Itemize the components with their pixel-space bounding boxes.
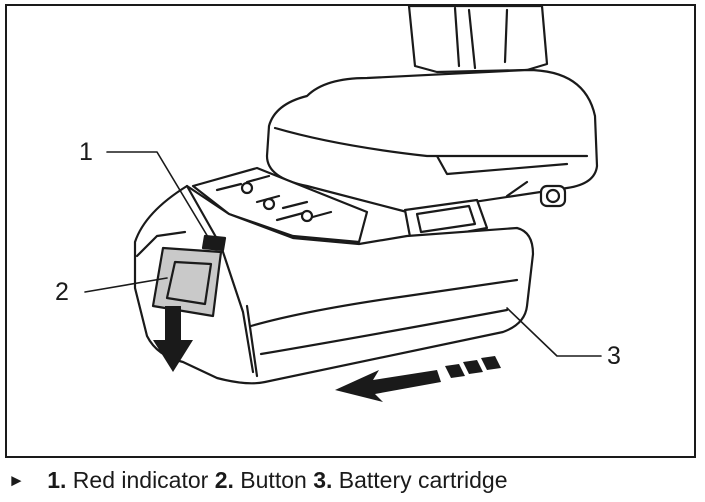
tool-handle xyxy=(407,6,549,74)
battery-lower-panel xyxy=(245,278,519,378)
figure-frame: 1 2 3 xyxy=(5,4,696,458)
caption-label-2: Button xyxy=(240,467,307,493)
caption-label-3: Battery cartridge xyxy=(338,467,508,493)
foot-round-button xyxy=(539,184,567,208)
callout-2: 2 xyxy=(55,278,69,306)
press-down-arrow xyxy=(153,306,193,372)
caption-label-1: Red indicator xyxy=(72,467,209,493)
callout-1: 1 xyxy=(79,138,93,166)
terminal-screw-c xyxy=(300,209,314,223)
release-button xyxy=(151,246,223,318)
caption-num-1: 1. xyxy=(47,467,67,493)
foot-round-button-dot xyxy=(545,188,561,204)
red-indicator xyxy=(201,234,227,252)
leader-line-2 xyxy=(84,277,168,293)
tool-foot-ridge xyxy=(273,126,589,198)
caption-num-3: 3. xyxy=(313,467,333,493)
battery-side-edge xyxy=(135,184,255,374)
slide-out-arrow xyxy=(335,356,501,402)
leader-line-1 xyxy=(106,151,212,243)
foot-switch xyxy=(415,204,477,234)
caption-num-2: 2. xyxy=(214,467,234,493)
handle-grip-lines xyxy=(453,6,509,70)
terminal-screw-b xyxy=(262,197,276,211)
tool-foot xyxy=(265,68,599,214)
release-button-inner xyxy=(165,260,213,306)
battery-removal-illustration xyxy=(84,6,602,402)
leader-line-3 xyxy=(506,307,602,357)
figure-caption: ► 1. Red indicator 2. Button 3. Battery … xyxy=(8,467,508,493)
terminal-screw-a xyxy=(240,181,254,195)
caption-marker: ► xyxy=(8,471,25,490)
callout-3: 3 xyxy=(607,342,621,370)
